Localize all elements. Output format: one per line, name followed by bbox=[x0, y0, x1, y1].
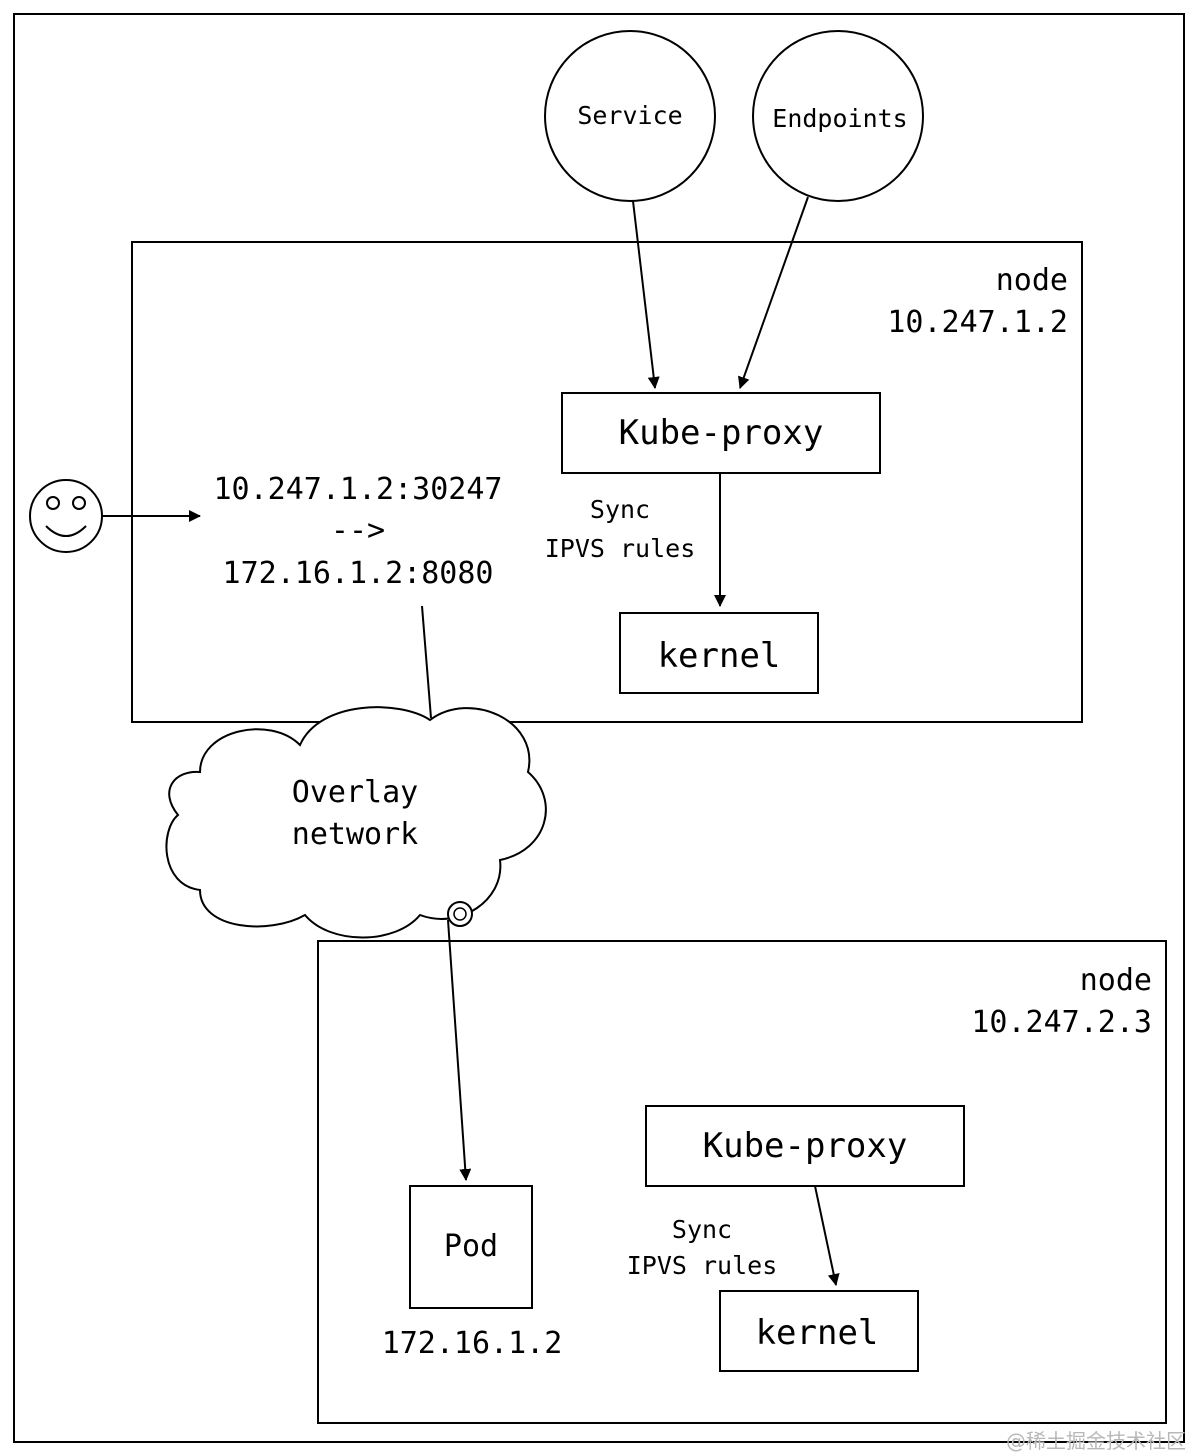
node2-kube-proxy-label: Kube-proxy bbox=[703, 1126, 908, 1166]
node2-kernel-label: kernel bbox=[756, 1313, 879, 1353]
dnat-arrow: --> bbox=[331, 513, 385, 548]
node2-kernel: kernel bbox=[719, 1290, 919, 1372]
watermark-text: @稀土掘金技术社区 bbox=[1006, 1429, 1186, 1453]
smiley-face-icon bbox=[29, 479, 103, 553]
node2-sync-line1: Sync bbox=[672, 1215, 732, 1244]
service-node: Service bbox=[544, 30, 716, 202]
pod-ip: 172.16.1.2 bbox=[382, 1326, 563, 1361]
node1-kernel: kernel bbox=[619, 612, 819, 694]
dnat-to: 172.16.1.2:8080 bbox=[223, 556, 494, 591]
node1-sync-line1: Sync bbox=[590, 495, 650, 524]
overlay-to-pod-arrow bbox=[447, 919, 472, 1181]
overlay-line1: Overlay bbox=[292, 775, 418, 810]
node1-kube-proxy-label: Kube-proxy bbox=[619, 413, 824, 453]
overlay-line2: network bbox=[292, 817, 418, 852]
pod-box: Pod bbox=[409, 1185, 533, 1309]
node2-sync-arrow bbox=[814, 1185, 840, 1286]
node1-title: node bbox=[996, 263, 1068, 298]
dnat-from: 10.247.1.2:30247 bbox=[214, 472, 503, 507]
endpoints-node: Endpoints bbox=[752, 30, 924, 202]
node1-kube-proxy: Kube-proxy bbox=[561, 392, 881, 474]
endpoints-label: Endpoints bbox=[772, 104, 907, 133]
endpoints-to-kubeproxy-arrow bbox=[738, 196, 809, 389]
node2-sync-line2: IPVS rules bbox=[627, 1251, 778, 1280]
service-label: Service bbox=[577, 101, 682, 130]
node1-box: node 10.247.1.2 bbox=[131, 241, 1083, 723]
node1-kernel-label: kernel bbox=[658, 636, 781, 676]
overlay-connector-icon bbox=[447, 901, 473, 927]
pod-label: Pod bbox=[444, 1229, 498, 1264]
node2-kube-proxy: Kube-proxy bbox=[645, 1105, 965, 1187]
outer-frame bbox=[13, 13, 1185, 1443]
node2-title: node bbox=[1080, 963, 1152, 998]
overlay-network-cloud: Overlay network bbox=[165, 706, 547, 939]
node2-box: node 10.247.2.3 bbox=[317, 940, 1167, 1424]
node1-sync-line2: IPVS rules bbox=[545, 534, 696, 563]
node2-ip: 10.247.2.3 bbox=[971, 1005, 1152, 1040]
node1-ip: 10.247.1.2 bbox=[887, 305, 1068, 340]
node1-to-overlay-line bbox=[421, 605, 432, 719]
service-to-kubeproxy-arrow bbox=[632, 200, 660, 389]
